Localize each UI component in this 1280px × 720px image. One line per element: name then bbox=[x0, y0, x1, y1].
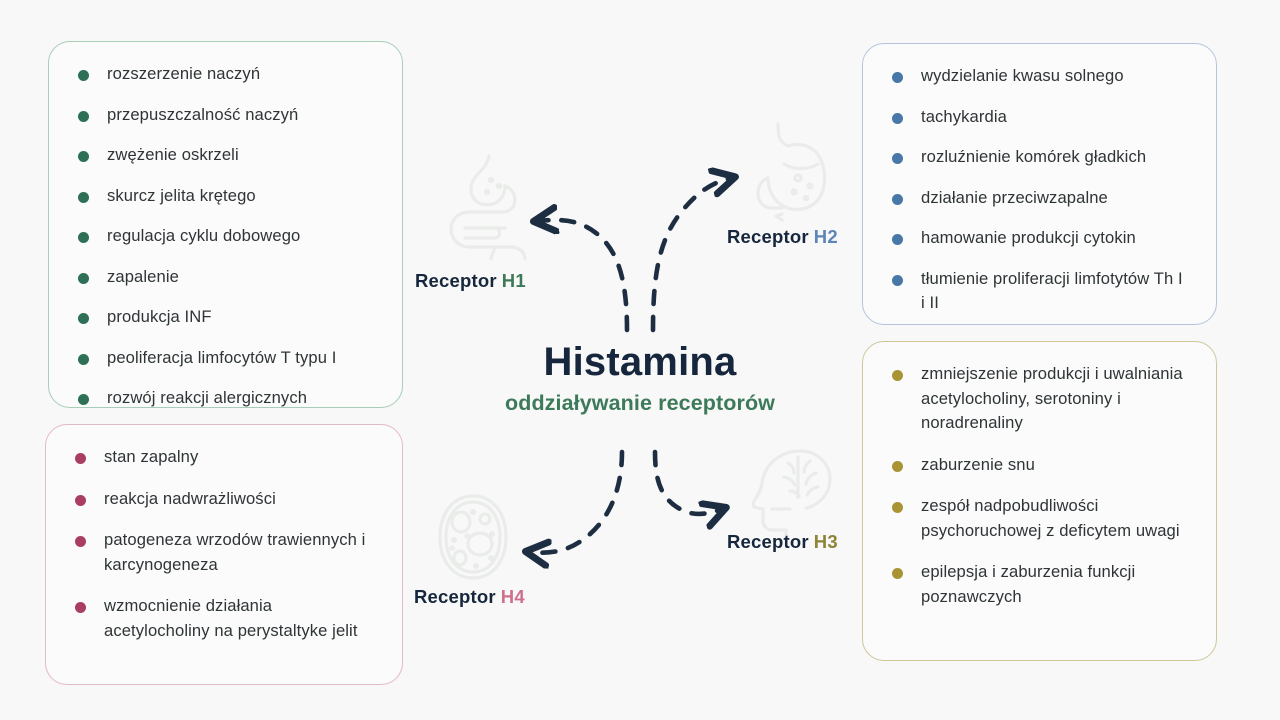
head-brain-icon bbox=[748, 447, 838, 539]
receptor-label-text: Receptor bbox=[414, 586, 496, 607]
list-item: zwężenie oskrzeli bbox=[77, 143, 376, 168]
receptor-h1-list: rozszerzenie naczyń przepuszczalność nac… bbox=[77, 62, 376, 411]
receptor-card-h3: zmniejszenie produkcji i uwalniania acet… bbox=[862, 341, 1217, 661]
receptor-card-h1: rozszerzenie naczyń przepuszczalność nac… bbox=[48, 41, 403, 408]
list-item: hamowanie produkcji cytokin bbox=[891, 226, 1190, 251]
receptor-code-h1: H1 bbox=[501, 270, 526, 291]
list-item: zapalenie bbox=[77, 265, 376, 290]
receptor-h4-list: stan zapalny reakcja nadwrażliwości pato… bbox=[74, 445, 376, 643]
receptor-label-text: Receptor bbox=[727, 531, 809, 552]
list-item: rozwój reakcji alergicznych bbox=[77, 386, 376, 411]
list-item: rozluźnienie komórek gładkich bbox=[891, 145, 1190, 170]
list-item: produkcja INF bbox=[77, 305, 376, 330]
intestines-icon bbox=[447, 152, 535, 260]
receptor-card-h4: stan zapalny reakcja nadwrażliwości pato… bbox=[45, 424, 403, 685]
receptor-label-text: Receptor bbox=[415, 270, 497, 291]
list-item: rozszerzenie naczyń bbox=[77, 62, 376, 87]
list-item: tachykardia bbox=[891, 105, 1190, 130]
arrow-to-h4 bbox=[530, 449, 625, 553]
receptor-h3-list: zmniejszenie produkcji i uwalniania acet… bbox=[891, 362, 1190, 609]
arrow-to-h2 bbox=[650, 178, 731, 333]
list-item: stan zapalny bbox=[74, 445, 376, 470]
list-item: peoliferacja limfocytów T typu I bbox=[77, 346, 376, 371]
stomach-icon bbox=[752, 118, 844, 222]
receptor-card-h2: wydzielanie kwasu solnego tachykardia ro… bbox=[862, 43, 1217, 325]
list-item: wydzielanie kwasu solnego bbox=[891, 64, 1190, 89]
list-item: regulacja cyklu dobowego bbox=[77, 224, 376, 249]
list-item: epilepsja i zaburzenia funkcji poznawczy… bbox=[891, 560, 1190, 609]
list-item: działanie przeciwzapalne bbox=[891, 186, 1190, 211]
list-item: tłumienie proliferacji limfotytów Th I i… bbox=[891, 267, 1190, 316]
receptor-code-h3: H3 bbox=[813, 531, 838, 552]
list-item: skurcz jelita krętego bbox=[77, 184, 376, 209]
arrow-to-h3 bbox=[652, 449, 722, 514]
list-item: reakcja nadwrażliwości bbox=[74, 487, 376, 512]
list-item: przepuszczalność naczyń bbox=[77, 103, 376, 128]
receptor-code-h4: H4 bbox=[500, 586, 525, 607]
receptor-code-h2: H2 bbox=[813, 226, 838, 247]
list-item: patogeneza wrzodów trawiennych i karcyno… bbox=[74, 528, 376, 577]
list-item: zmniejszenie produkcji i uwalniania acet… bbox=[891, 362, 1190, 436]
list-item: zaburzenie snu bbox=[891, 453, 1190, 478]
list-item: zespół nadpobudliwości psychoruchowej z … bbox=[891, 494, 1190, 543]
receptor-label-text: Receptor bbox=[727, 226, 809, 247]
receptor-h2-list: wydzielanie kwasu solnego tachykardia ro… bbox=[891, 64, 1190, 316]
list-item: wzmocnienie działania acetylocholiny na … bbox=[74, 594, 376, 643]
arrow-to-h1 bbox=[538, 220, 630, 333]
cell-icon bbox=[434, 492, 512, 582]
